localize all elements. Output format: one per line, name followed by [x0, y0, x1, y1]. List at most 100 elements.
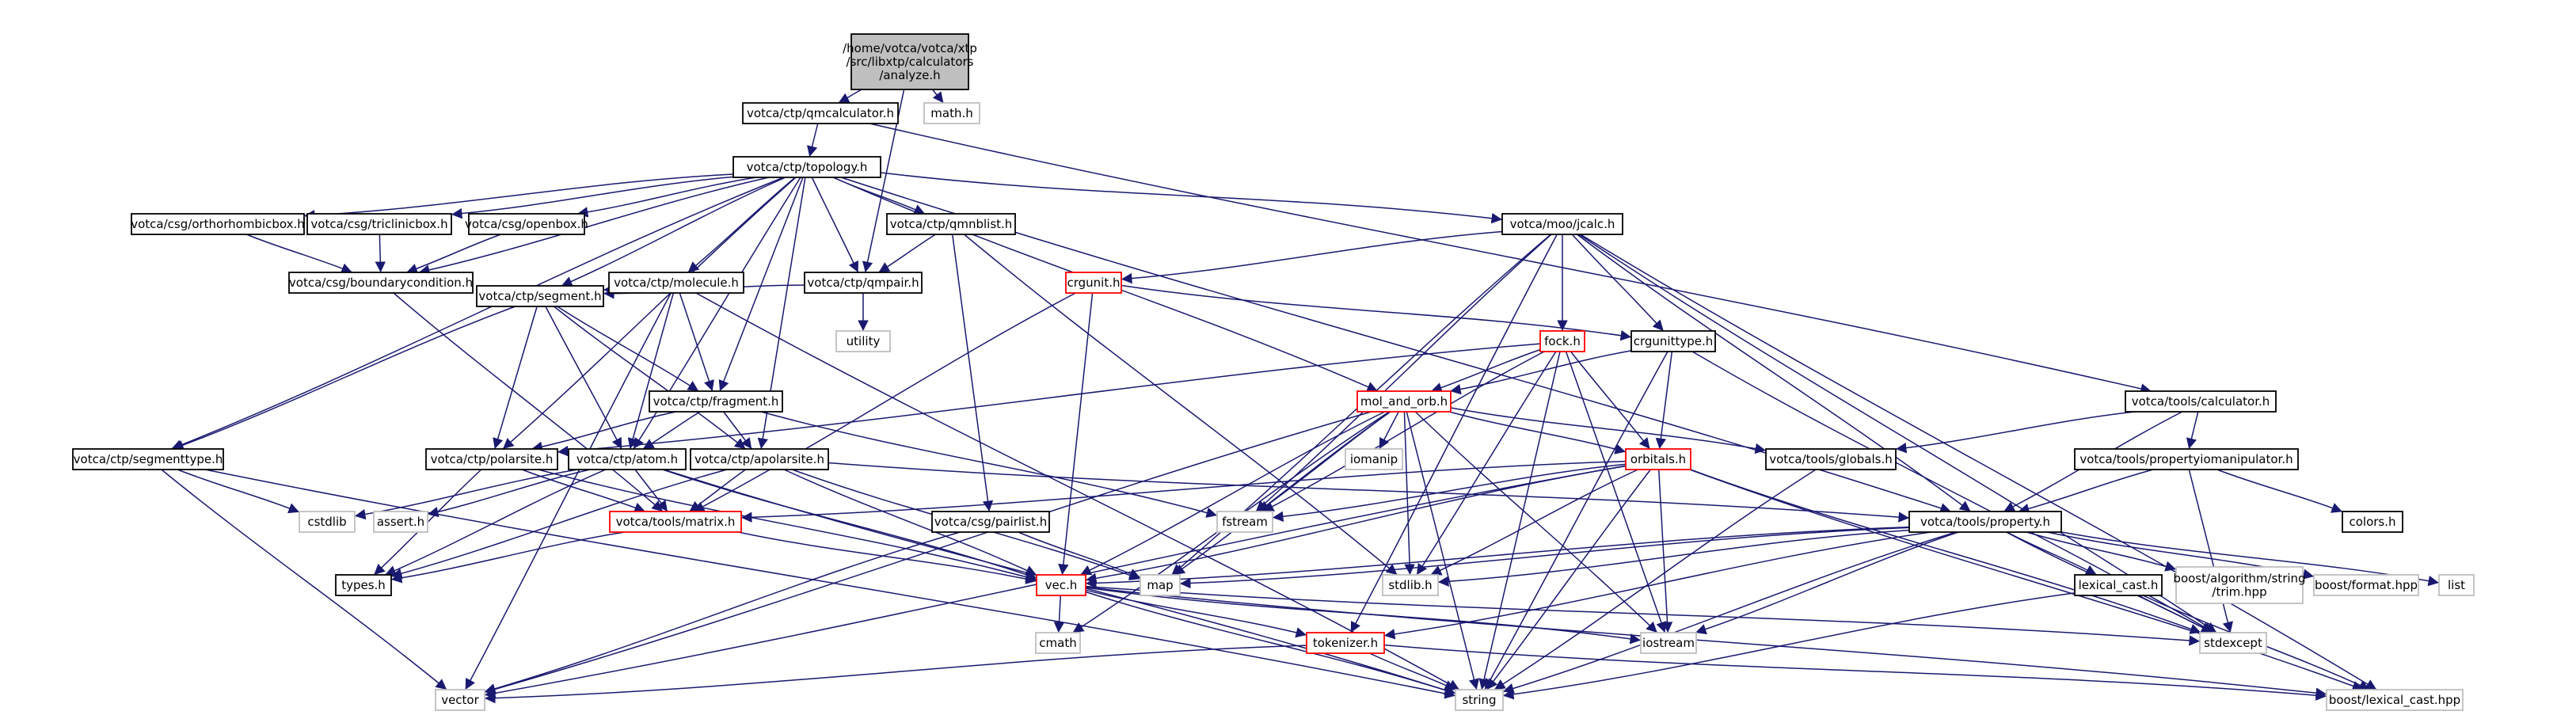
edge-qmnblist-to-qmpair — [878, 234, 936, 273]
edge-topology-to-jcalc — [880, 172, 1503, 224]
node-orbitals-label: orbitals.h — [1630, 452, 1686, 466]
node-map: map — [1140, 574, 1181, 596]
node-colors[interactable]: colors.h — [2342, 511, 2403, 533]
node-crgunittype[interactable]: crgunittype.h — [1630, 330, 1716, 352]
edge-tokenizer-to-string — [1369, 652, 1456, 690]
node-math: math.h — [923, 102, 980, 124]
edge-vec-to-boost_lexical_cast — [1085, 586, 2327, 698]
node-utility-label: utility — [847, 334, 881, 348]
edge-atom-to-matrix — [634, 469, 668, 512]
node-tokenizer-box — [1306, 632, 1385, 654]
node-triclinicbox-label: votca/csg/triclinicbox.h — [310, 217, 447, 231]
edge-propertyiomanipulator-to-property — [2018, 469, 2154, 515]
node-segmenttype[interactable]: votca/ctp/segmenttype.h — [72, 448, 224, 470]
node-vec[interactable]: vec.h — [1036, 574, 1086, 596]
node-matrix[interactable]: votca/tools/matrix.h — [609, 511, 742, 533]
node-fstream: fstream — [1216, 511, 1273, 533]
node-format: boost/format.hpp — [2313, 574, 2419, 596]
node-analyze[interactable]: /home/votca/votca/xtp/src/libxtp/calcula… — [843, 33, 977, 90]
edge-orbitals-to-string — [1486, 469, 1651, 690]
node-topology-label: votca/ctp/topology.h — [747, 160, 868, 174]
edge-matrix-to-types — [390, 531, 626, 584]
node-atom[interactable]: votca/ctp/atom.h — [568, 448, 687, 470]
node-qmcalculator[interactable]: votca/ctp/qmcalculator.h — [742, 102, 899, 124]
edge-vec-to-stdexcept — [1085, 585, 2201, 646]
node-lexical_cast[interactable]: lexical_cast.h — [2074, 574, 2163, 596]
node-segment[interactable]: votca/ctp/segment.h — [476, 285, 604, 307]
node-qmnblist-box — [886, 213, 1016, 235]
edge-mol_and_orb-to-globals — [1450, 407, 1767, 454]
node-apolarsite[interactable]: votca/ctp/apolarsite.h — [690, 448, 829, 470]
node-fragment[interactable]: votca/ctp/fragment.h — [649, 390, 783, 413]
node-boundarycondition[interactable]: votca/csg/boundarycondition.h — [288, 272, 474, 294]
edge-orbitals-to-vec — [1085, 465, 1627, 584]
edge-vec-to-cmath — [1053, 595, 1065, 633]
node-colors-label: colors.h — [2349, 515, 2395, 529]
edge-orbitals-to-iostream — [1657, 469, 1673, 633]
node-lexical_cast-label: lexical_cast.h — [2079, 578, 2159, 593]
node-orbitals-box — [1625, 448, 1691, 470]
node-openbox-label: votca/csg/openbox.h — [465, 217, 588, 231]
node-iostream-label: iostream — [1642, 636, 1695, 650]
node-vec-label: vec.h — [1045, 578, 1078, 592]
node-globals[interactable]: votca/tools/globals.h — [1765, 448, 1897, 470]
edge-segment-to-atom — [545, 306, 622, 450]
node-format-box — [2313, 574, 2419, 596]
node-orthorhombicbox[interactable]: votca/csg/orthorhombicbox.h — [131, 213, 305, 235]
node-list-label: list — [2448, 578, 2465, 592]
edge-segmenttype-to-string — [204, 469, 1456, 699]
node-assert-label: assert.h — [377, 515, 424, 529]
node-cmath: cmath — [1035, 632, 1081, 654]
node-polarsite[interactable]: votca/ctp/polarsite.h — [425, 448, 558, 470]
node-cstdlib-box — [299, 511, 356, 533]
node-pairlist-label: votca/csg/pairlist.h — [934, 515, 1047, 529]
node-qmpair[interactable]: votca/ctp/qmpair.h — [804, 272, 923, 294]
node-types[interactable]: types.h — [335, 574, 392, 596]
edge-apolarsite-to-property — [828, 462, 1910, 523]
node-fragment-box — [649, 390, 783, 413]
edge-property-to-tokenizer — [1383, 531, 1931, 640]
node-calculator[interactable]: votca/tools/calculator.h — [2125, 390, 2277, 413]
node-mol_and_orb[interactable]: mol_and_orb.h — [1356, 390, 1452, 413]
node-atom-label: votca/ctp/atom.h — [576, 452, 678, 466]
node-math-label: math.h — [930, 106, 972, 120]
node-molecule[interactable]: votca/ctp/molecule.h — [608, 272, 744, 294]
node-tokenizer-label: tokenizer.h — [1313, 636, 1378, 650]
edge-propertyiomanipulator-to-stdexcept — [2188, 469, 2233, 633]
edge-molecule-to-segment — [603, 283, 615, 295]
edge-globals-to-string — [1493, 469, 1817, 690]
edge-analyze-to-qmcalculator — [838, 89, 862, 104]
node-orbitals[interactable]: orbitals.h — [1625, 448, 1691, 470]
node-tokenizer[interactable]: tokenizer.h — [1306, 632, 1385, 654]
node-boost_lexical_cast-label: boost/lexical_cast.hpp — [2329, 693, 2460, 708]
node-assert: assert.h — [373, 511, 428, 533]
edge-atom-to-cstdlib — [354, 469, 578, 520]
edge-fock-to-polarsite — [557, 343, 1541, 457]
edge-crgunittype-to-string — [1484, 351, 1669, 690]
node-boost_lexical_cast-box — [2326, 689, 2464, 711]
edge-mol_and_orb-to-vec — [1079, 411, 1386, 576]
node-propertyiomanipulator[interactable]: votca/tools/propertyiomanipulator.h — [2074, 448, 2299, 470]
edge-topology-to-molecule — [687, 177, 796, 273]
node-crgunit-box — [1065, 272, 1122, 294]
node-topology[interactable]: votca/ctp/topology.h — [732, 156, 881, 178]
node-openbox[interactable]: votca/csg/openbox.h — [465, 213, 588, 235]
node-stdexcept-label: stdexcept — [2204, 636, 2262, 650]
node-topology-box — [732, 156, 881, 178]
edge-lexical_cast-to-stdexcept — [2138, 595, 2213, 633]
node-fstream-label: fstream — [1222, 515, 1268, 529]
node-pairlist[interactable]: votca/csg/pairlist.h — [931, 511, 1050, 533]
node-fock[interactable]: fock.h — [1539, 330, 1585, 352]
node-qmnblist[interactable]: votca/ctp/qmnblist.h — [886, 213, 1016, 235]
node-crgunit[interactable]: crgunit.h — [1065, 272, 1122, 294]
edge-jcalc-to-property — [1577, 234, 1971, 512]
node-segment-label: votca/ctp/segment.h — [478, 289, 601, 303]
edge-vec-to-tokenizer — [1085, 589, 1307, 638]
node-mol_and_orb-box — [1356, 390, 1452, 413]
edge-molecule-to-atom — [627, 292, 675, 450]
node-jcalc[interactable]: votca/moo/jcalc.h — [1501, 213, 1623, 235]
node-property[interactable]: votca/tools/property.h — [1908, 511, 2062, 533]
node-triclinicbox[interactable]: votca/csg/triclinicbox.h — [306, 213, 452, 235]
node-iomanip-box — [1345, 448, 1403, 470]
edge-molecule-to-string — [695, 292, 1460, 690]
